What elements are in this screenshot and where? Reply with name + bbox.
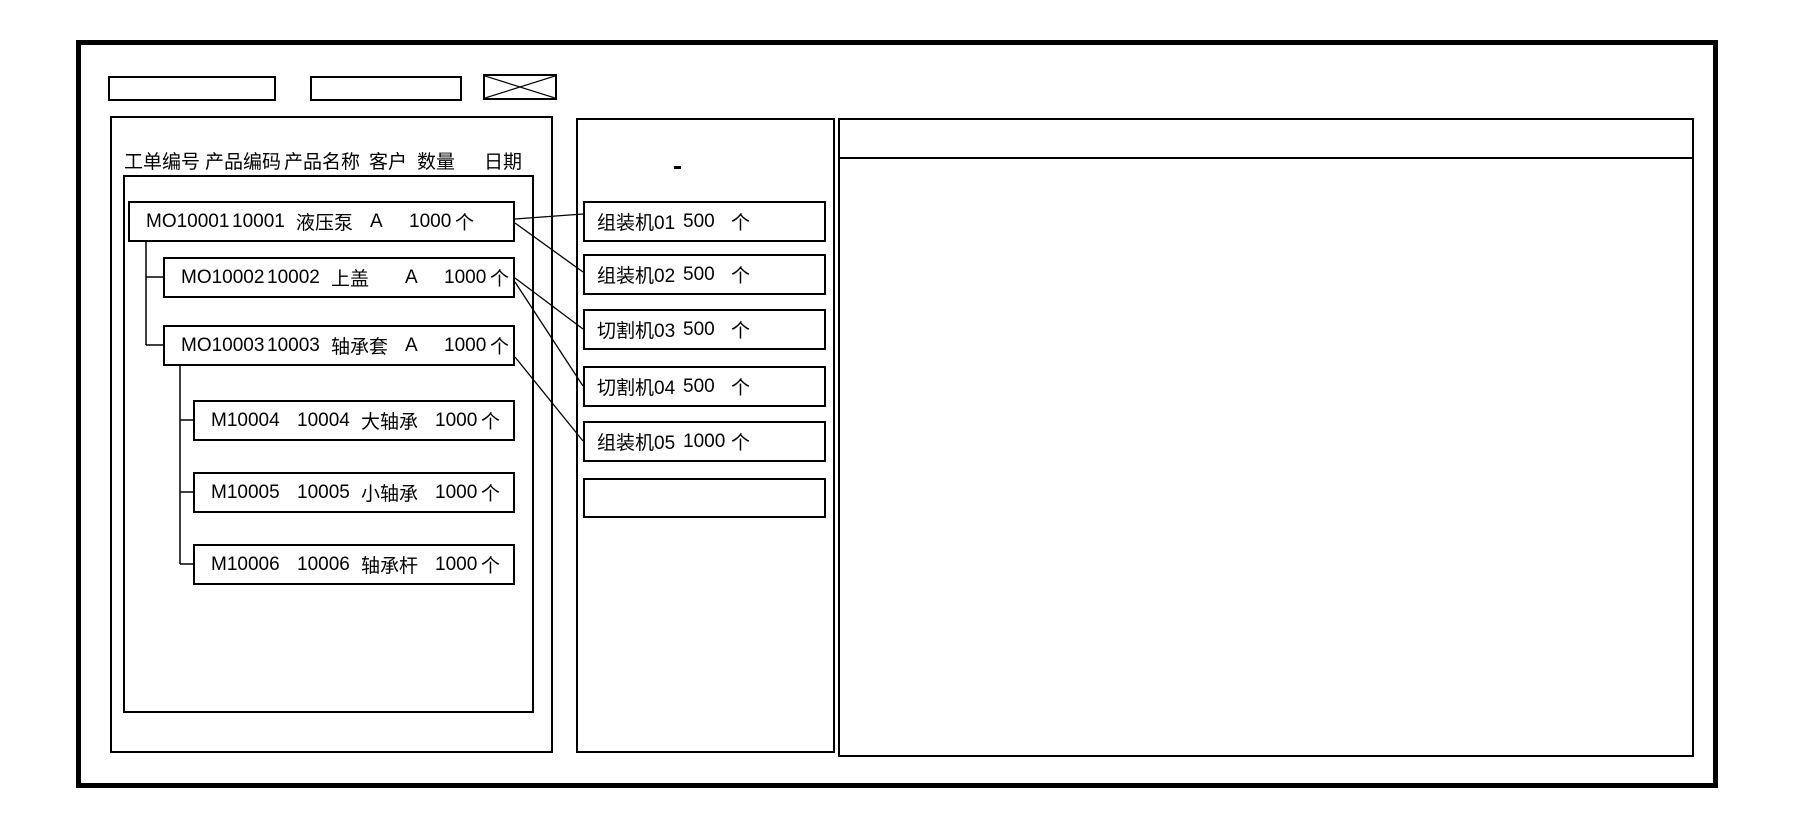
product-name: 小轴承 [361,484,419,505]
unit: 个 [455,213,475,234]
quantity: 1000 [444,266,487,288]
machine-name: 组装机01 [597,213,676,234]
unit: 个 [481,484,501,505]
machine-quantity: 500 [683,210,715,232]
customer: A [405,266,418,288]
x-cross-icon [484,75,556,99]
machine-name: 切割机03 [597,321,676,342]
product-name: 上盖 [331,269,370,290]
toolbar-field-2[interactable] [310,76,462,101]
quantity: 1000 [435,481,478,503]
machine-row-04[interactable]: 切割机04 500 个 [583,366,826,407]
order-tree-container [123,175,534,713]
unit: 个 [481,412,501,433]
customer: A [370,210,383,232]
product-name: 轴承杆 [361,556,419,577]
product-code: 10006 [297,553,350,575]
unit: 个 [731,378,751,399]
machine-row-empty[interactable] [583,478,826,518]
dot-mark [674,166,681,169]
order-id: M10005 [211,481,280,503]
quantity: 1000 [444,334,487,356]
product-name: 轴承套 [331,337,389,358]
work-order-row-m10005[interactable]: M10005 10005 小轴承 1000 个 [193,472,515,513]
machine-row-05[interactable]: 组装机05 1000 个 [583,421,826,462]
order-id: MO10001 [146,210,230,232]
work-order-row-m10006[interactable]: M10006 10006 轴承杆 1000 个 [193,544,515,585]
work-order-row-mo10002[interactable]: MO10002 10002 上盖 A 1000 个 [163,257,515,298]
unit: 个 [731,433,751,454]
machine-row-01[interactable]: 组装机01 500 个 [583,201,826,242]
product-code: 10005 [297,481,350,503]
machine-quantity: 500 [683,263,715,285]
customer: A [405,334,418,356]
schedule-panel-header-divider [838,157,1694,159]
unit: 个 [481,556,501,577]
image-placeholder-icon[interactable] [483,74,557,100]
machine-row-02[interactable]: 组装机02 500 个 [583,254,826,295]
work-order-row-mo10001[interactable]: MO10001 10001 液压泵 A 1000 个 [128,201,515,242]
column-header-date: 日期 [484,152,523,173]
order-id: MO10003 [181,334,265,356]
order-id: M10006 [211,553,280,575]
column-header-quantity: 数量 [417,152,456,173]
column-header-order-no: 工单编号 [124,152,201,173]
unit: 个 [731,321,751,342]
product-code: 10004 [297,409,350,431]
product-name: 液压泵 [296,213,354,234]
machine-name: 切割机04 [597,378,676,399]
machine-quantity: 1000 [683,430,726,452]
schedule-panel [838,118,1694,757]
machine-row-03[interactable]: 切割机03 500 个 [583,309,826,350]
unit: 个 [490,269,510,290]
work-order-row-m10004[interactable]: M10004 10004 大轴承 1000 个 [193,400,515,441]
machine-quantity: 500 [683,375,715,397]
unit: 个 [731,266,751,287]
product-code: 10001 [232,210,285,232]
product-name: 大轴承 [361,412,419,433]
order-id: MO10002 [181,266,265,288]
toolbar-field-1[interactable] [108,76,276,101]
machine-name: 组装机05 [597,433,676,454]
quantity: 1000 [435,553,478,575]
column-header-product-code: 产品编码 [205,152,282,173]
work-order-row-mo10003[interactable]: MO10003 10003 轴承套 A 1000 个 [163,325,515,366]
machine-quantity: 500 [683,318,715,340]
product-code: 10003 [267,334,320,356]
column-header-customer: 客户 [369,152,408,173]
column-header-product-name: 产品名称 [284,152,361,173]
product-code: 10002 [267,266,320,288]
machine-name: 组装机02 [597,266,676,287]
unit: 个 [490,337,510,358]
quantity: 1000 [409,210,452,232]
unit: 个 [731,213,751,234]
quantity: 1000 [435,409,478,431]
order-id: M10004 [211,409,280,431]
